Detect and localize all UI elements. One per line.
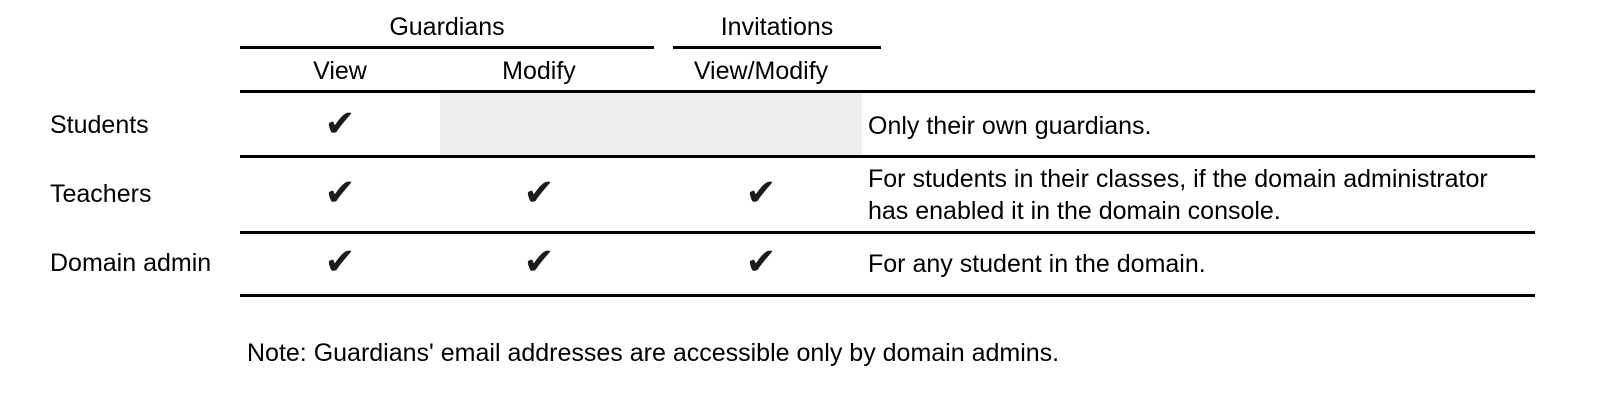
check-mark-icon-teachers-invitations-view-modify: ✔ <box>745 171 777 214</box>
group-header-invitations: Invitations <box>673 12 881 46</box>
description-teachers-line-2: has enabled it in the domain console. <box>868 197 1281 225</box>
row-label-students: Students <box>50 111 149 139</box>
description-students: Only their own guardians. <box>868 110 1528 142</box>
column-header-guardians-view: View <box>313 57 367 85</box>
shaded-cell-students-not-applicable <box>440 93 862 155</box>
description-domain-admin-line-1: For any student in the domain. <box>868 250 1206 278</box>
check-mark-icon-domain-admin-invitations-view-modify: ✔ <box>745 240 777 283</box>
group-header-guardians: Guardians <box>240 12 654 46</box>
check-mark-icon-domain-admin-guardians-modify: ✔ <box>523 240 555 283</box>
table-rule-bottom <box>240 294 1535 297</box>
table-rule-after-students <box>240 155 1535 158</box>
table-rule-after-teachers <box>240 231 1535 234</box>
check-mark-icon-students-guardians-view: ✔ <box>324 102 356 145</box>
group-header-invitations-rule <box>673 46 881 49</box>
table-footnote: Note: Guardians' email addresses are acc… <box>247 339 1060 367</box>
row-label-domain-admin: Domain admin <box>50 249 212 277</box>
group-header-guardians-rule <box>240 46 654 49</box>
description-domain-admin: For any student in the domain. <box>868 248 1528 280</box>
check-mark-icon-teachers-guardians-view: ✔ <box>324 171 356 214</box>
description-teachers: For students in their classes, if the do… <box>868 163 1528 227</box>
group-header-guardians-label: Guardians <box>389 13 505 41</box>
group-header-invitations-label: Invitations <box>720 13 834 41</box>
description-teachers-line-1: For students in their classes, if the do… <box>868 165 1488 193</box>
column-header-invitations-view-modify: View/Modify <box>693 57 829 85</box>
column-header-guardians-modify: Modify <box>502 57 576 85</box>
row-label-teachers: Teachers <box>50 180 152 208</box>
description-students-line-1: Only their own guardians. <box>868 112 1152 140</box>
table-rule-top <box>240 90 1535 93</box>
check-mark-icon-teachers-guardians-modify: ✔ <box>523 171 555 214</box>
check-mark-icon-domain-admin-guardians-view: ✔ <box>324 240 356 283</box>
